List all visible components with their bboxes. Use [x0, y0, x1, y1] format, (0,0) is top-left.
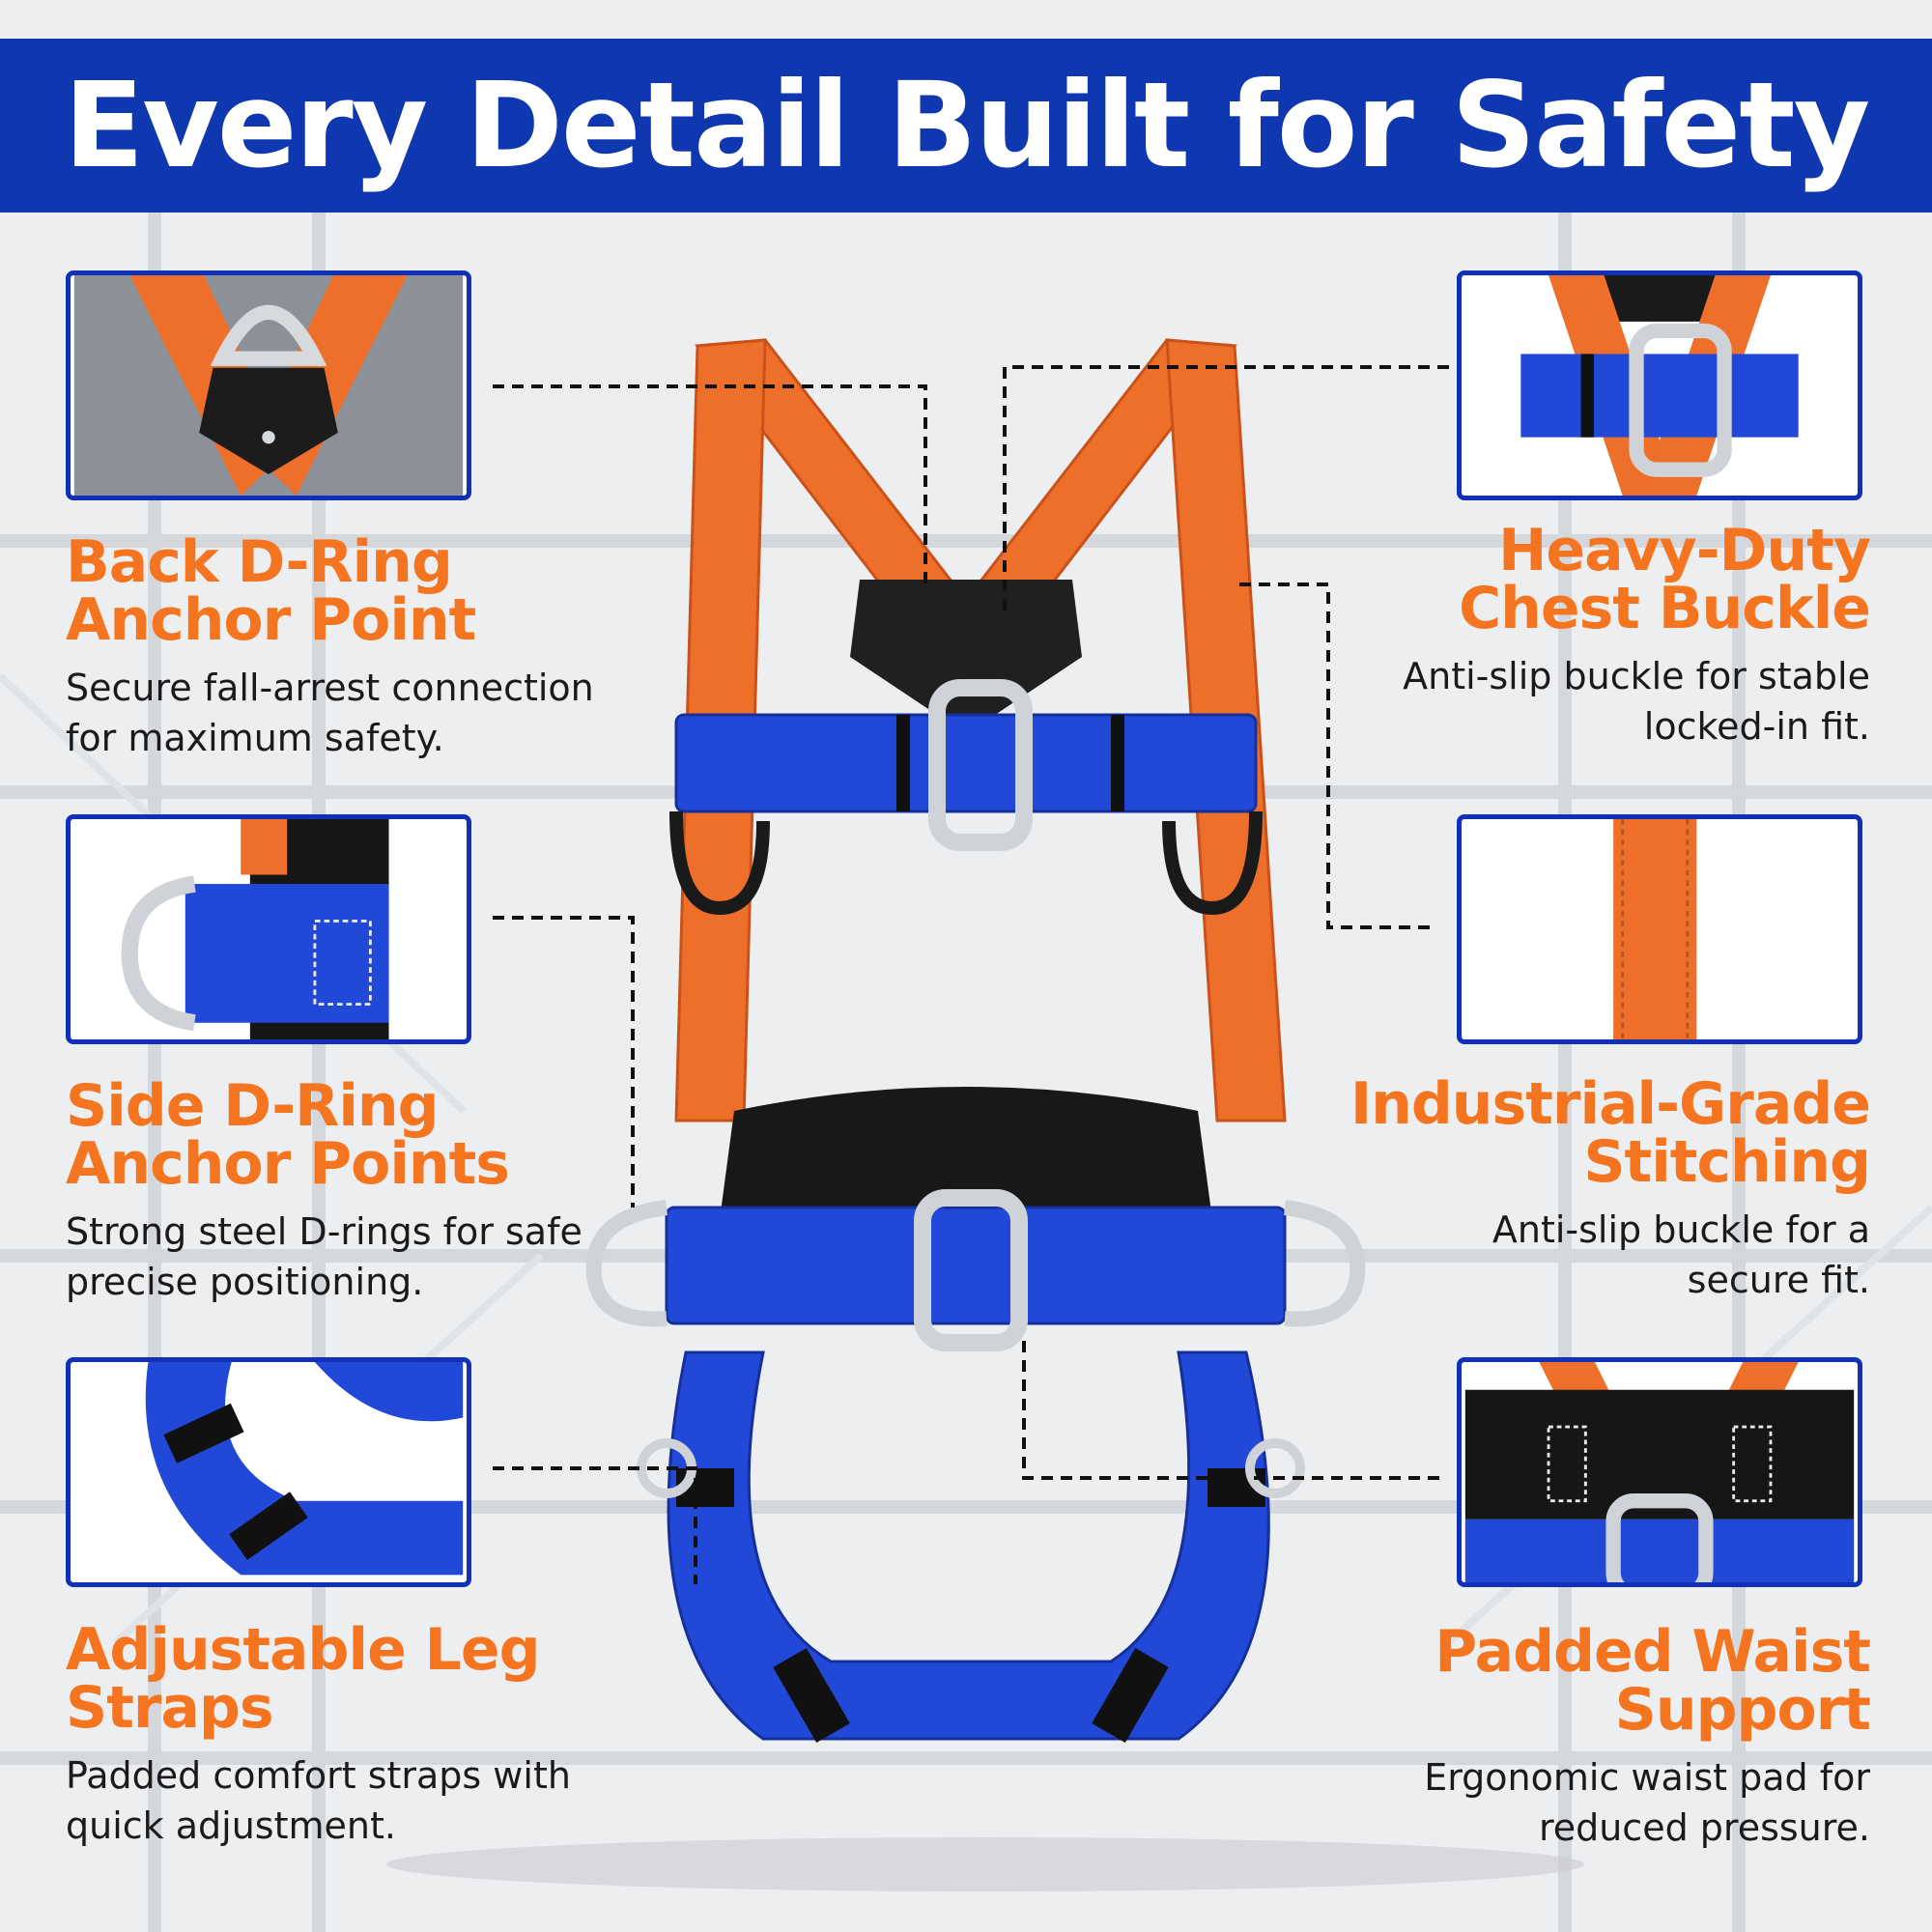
back-d-ring-photo — [66, 270, 471, 500]
stitching-photo — [1457, 814, 1862, 1044]
side-d-ring-title-line2: Anchor Points — [66, 1130, 510, 1198]
waist-support-desc-line1: Ergonomic waist pad for — [1424, 1756, 1870, 1799]
back-pad — [850, 580, 1082, 734]
back-d-ring-desc-line1: Secure fall-arrest connection — [66, 667, 594, 709]
stitching-title-line1: Industrial-Grade — [1350, 1070, 1871, 1138]
chest-buckle-desc-line1: Anti-slip buckle for stable — [1403, 655, 1870, 697]
chest-buckle-desc-line2: locked-in fit. — [1643, 705, 1870, 748]
chest-buckle-title: Heavy-Duty Chest Buckle — [1329, 522, 1871, 638]
back-d-ring-title-line2: Anchor Point — [66, 586, 476, 654]
leg-straps-photo — [66, 1357, 471, 1587]
leg-straps-feature: Adjustable Leg Straps Padded comfort str… — [66, 1621, 607, 1851]
side-d-ring-title: Side D-Ring Anchor Points — [66, 1077, 607, 1193]
title-banner: Every Detail Built for Safety — [0, 39, 1932, 213]
side-d-ring-icon — [73, 819, 464, 1039]
side-d-ring-photo — [66, 814, 471, 1044]
leg-straps-title-line2: Straps — [66, 1674, 274, 1742]
waist-support-desc-line2: reduced pressure. — [1538, 1806, 1870, 1849]
side-d-ring-right — [1283, 1200, 1366, 1327]
leader-lines — [493, 365, 1449, 1584]
chest-buckle-description: Anti-slip buckle for stable locked-in fi… — [1329, 651, 1870, 752]
leg-straps-description: Padded comfort straps with quick adjustm… — [66, 1750, 607, 1851]
side-d-ring-left — [585, 1200, 668, 1327]
stitching-description: Anti-slip buckle for a secure fit. — [1329, 1205, 1870, 1305]
back-d-ring-feature: Back D-Ring Anchor Point Secure fall-arr… — [66, 533, 607, 763]
side-d-ring-description: Strong steel D-rings for safe precise po… — [66, 1207, 607, 1307]
chest-buckle-icon — [1464, 275, 1855, 496]
waist-support-icon — [1464, 1362, 1855, 1582]
chest-buckle-title-line1: Heavy-Duty — [1498, 517, 1871, 584]
chest-strap — [674, 713, 1258, 813]
stitching-icon — [1464, 819, 1855, 1039]
waist-belt — [665, 1206, 1287, 1325]
leg-straps-desc-line2: quick adjustment. — [66, 1804, 396, 1847]
back-d-ring-title: Back D-Ring Anchor Point — [66, 533, 607, 649]
stitching-feature: Industrial-Grade Stitching Anti-slip buc… — [1329, 1075, 1871, 1305]
stitching-desc-line1: Anti-slip buckle for a — [1492, 1208, 1870, 1251]
waist-support-title: Padded Waist Support — [1329, 1623, 1871, 1739]
waist-support-description: Ergonomic waist pad for reduced pressure… — [1329, 1752, 1870, 1853]
back-d-ring-icon — [73, 275, 464, 496]
side-d-ring-desc-line2: precise positioning. — [66, 1261, 424, 1303]
page-title: Every Detail Built for Safety — [63, 57, 1870, 194]
waist-support-photo — [1457, 1357, 1862, 1587]
stitching-desc-line2: secure fit. — [1687, 1259, 1870, 1301]
chest-buckle-feature: Heavy-Duty Chest Buckle Anti-slip buckle… — [1329, 522, 1871, 752]
leg-straps-icon — [73, 1362, 464, 1582]
chest-buckle-photo — [1457, 270, 1862, 500]
waist-buckle — [914, 1189, 1028, 1351]
waist-support-feature: Padded Waist Support Ergonomic waist pad… — [1329, 1623, 1871, 1853]
waist-support-title-line1: Padded Waist — [1435, 1618, 1871, 1686]
leg-straps — [667, 1350, 1270, 1741]
side-d-ring-title-line1: Side D-Ring — [66, 1072, 440, 1140]
waist-support-title-line2: Support — [1614, 1676, 1871, 1744]
chest-buckle — [928, 679, 1033, 851]
stitching-title-line2: Stitching — [1583, 1128, 1871, 1196]
back-d-ring-title-line1: Back D-Ring — [66, 528, 453, 596]
side-d-ring-feature: Side D-Ring Anchor Points Strong steel D… — [66, 1077, 607, 1307]
leg-straps-title-line1: Adjustable Leg — [66, 1616, 541, 1684]
chest-buckle-title-line2: Chest Buckle — [1459, 575, 1871, 642]
back-d-ring-description: Secure fall-arrest connection for maximu… — [66, 663, 607, 763]
leg-straps-title: Adjustable Leg Straps — [66, 1621, 607, 1737]
side-d-ring-desc-line1: Strong steel D-rings for safe — [66, 1210, 582, 1253]
leg-straps-desc-line1: Padded comfort straps with — [66, 1754, 571, 1797]
back-d-ring-desc-line2: for maximum safety. — [66, 717, 444, 759]
stitching-title: Industrial-Grade Stitching — [1329, 1075, 1871, 1191]
